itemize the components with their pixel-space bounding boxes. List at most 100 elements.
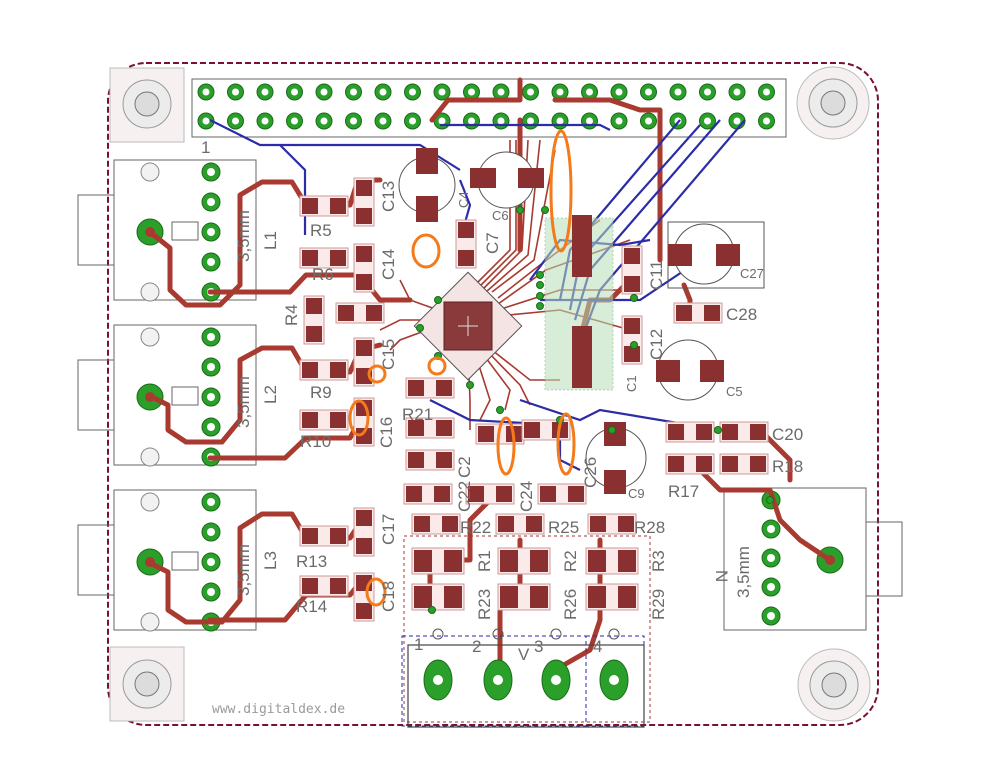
- smd-pad: [436, 452, 452, 468]
- label-c12: C12: [647, 329, 666, 360]
- label-c7: C7: [483, 232, 502, 254]
- header-pin-hole: [645, 117, 652, 125]
- terminal-v-label: V: [518, 645, 530, 664]
- smd-pad-large: [588, 550, 606, 572]
- header-pin-hole: [763, 88, 770, 96]
- terminal-pads: [423, 628, 629, 701]
- smd-pad: [704, 305, 720, 321]
- label-r18: R18: [772, 457, 803, 476]
- smd-pad: [668, 424, 684, 440]
- smd-pad: [330, 412, 346, 428]
- label-r25: R25: [548, 518, 579, 537]
- smd-pad: [722, 456, 738, 472]
- jack-n: [723, 487, 903, 631]
- smd-pad: [356, 180, 372, 196]
- component-labels: L1 3,5mm L2 3,5mm L3 3,5mm N 3,5mm R5 R6…: [234, 181, 803, 620]
- smd-pad: [366, 305, 382, 321]
- smd-pad-large: [444, 586, 462, 608]
- via: [536, 271, 544, 279]
- jack-switch-outline: [171, 221, 199, 241]
- via: [496, 406, 504, 414]
- label-c6: C6: [492, 208, 509, 223]
- mounting-hole-top-right: [796, 66, 870, 140]
- via: [608, 426, 616, 434]
- jack-n-pad-hole: [767, 583, 775, 591]
- jack-l2: [77, 324, 257, 466]
- header-pin-hole: [645, 88, 652, 96]
- label-c26: C26: [581, 457, 600, 488]
- label-c11: C11: [647, 260, 666, 290]
- terminal-pin-label-4: 4: [593, 637, 602, 656]
- via: [714, 426, 722, 434]
- jack-switch-outline: [171, 386, 199, 406]
- smd-pad: [330, 250, 346, 266]
- electrolytic-cap-c27: [667, 221, 765, 289]
- smd-pad: [624, 346, 640, 362]
- via: [434, 296, 442, 304]
- label-r29: R29: [649, 589, 668, 620]
- label-c15: C15: [379, 339, 398, 370]
- jack-n-pad-hole: [767, 525, 775, 533]
- header-pin-hole: [320, 88, 328, 96]
- header-pin-hole: [674, 88, 682, 96]
- jack-pad-hole: [207, 228, 215, 236]
- mounting-hole-top-left: [109, 67, 185, 143]
- smd-pad: [436, 380, 452, 396]
- header-pin-hole: [291, 88, 298, 96]
- smd-pad: [434, 486, 450, 502]
- board-outline: [107, 62, 879, 726]
- label-r13: R13: [296, 552, 327, 571]
- smd-pad: [302, 528, 318, 544]
- smd-pad: [356, 340, 372, 356]
- label-r28: R28: [634, 518, 665, 537]
- vias: [416, 206, 774, 614]
- smd-pad: [624, 276, 640, 292]
- mounting-hole-bottom-left: [109, 646, 185, 722]
- smd-pad: [436, 420, 452, 436]
- electrolytic-cap-c5: [656, 339, 724, 401]
- jack-pad-hole: [207, 558, 215, 566]
- terminal-pin-label-1: 1: [414, 635, 423, 654]
- jack-mount-hole: [140, 282, 160, 302]
- smd-pad: [302, 250, 318, 266]
- region-blue-dashed-left: [401, 635, 587, 727]
- smd-pad: [330, 198, 346, 214]
- smd-pad: [568, 486, 584, 502]
- header-pin-hole: [291, 117, 298, 125]
- jack-pad-hole: [207, 588, 215, 596]
- jack-pad-hole: [207, 258, 215, 266]
- label-l2-size: 3,5mm: [234, 376, 253, 428]
- smd-pad: [696, 456, 712, 472]
- terminal-pad-hole: [433, 675, 443, 685]
- jack-l1: [77, 159, 257, 301]
- header-pin-hole: [350, 117, 357, 125]
- label-r4: R4: [282, 304, 301, 326]
- header-pin-hole: [733, 117, 741, 125]
- smd-pad: [750, 456, 766, 472]
- label-l3: L3: [261, 551, 280, 570]
- smd-pad-large: [500, 586, 518, 608]
- label-r9: R9: [310, 383, 332, 402]
- smd-pad: [356, 428, 372, 444]
- smd-pad: [442, 516, 458, 532]
- terminal-pin-label-2: 2: [472, 637, 481, 656]
- label-r10: R10: [300, 432, 331, 451]
- smd-pad: [668, 456, 684, 472]
- label-l1-size: 3,5mm: [234, 210, 253, 262]
- smd-pad: [330, 578, 346, 594]
- label-c18: C18: [379, 581, 398, 612]
- header-pin-hole: [261, 88, 269, 96]
- smd-pad: [356, 208, 372, 224]
- smd-pad: [408, 380, 424, 396]
- header-pin-hole: [379, 117, 387, 125]
- gpio-header-pins: [197, 83, 775, 130]
- via: [630, 294, 638, 302]
- smd-pad: [498, 516, 514, 532]
- smd-pad: [526, 516, 542, 532]
- terminal-pad-hole: [551, 675, 561, 685]
- electrolytic-cap-c6: [470, 151, 544, 209]
- smd-pad: [458, 250, 474, 266]
- jack-pad-hole: [207, 498, 215, 506]
- smd-pad: [356, 246, 372, 262]
- header-pin-hole: [438, 88, 446, 96]
